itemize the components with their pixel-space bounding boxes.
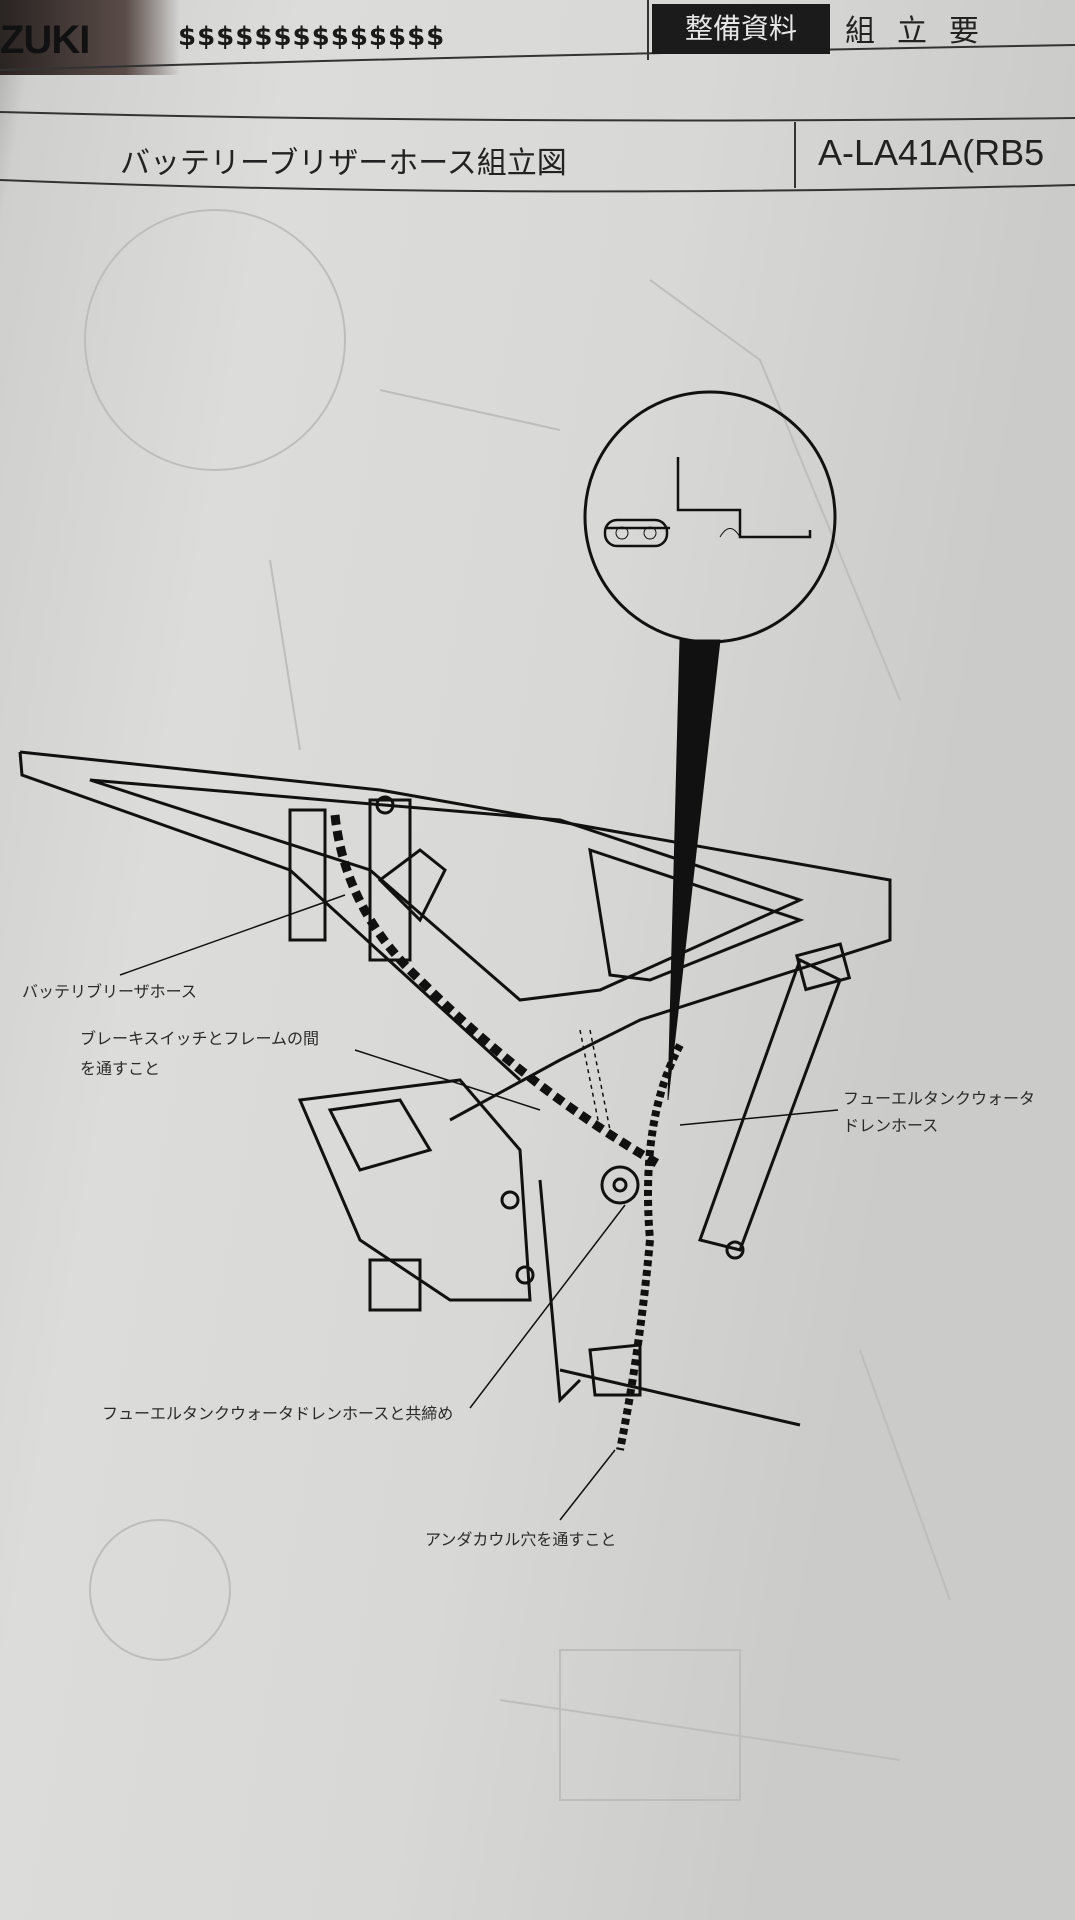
brand-pattern: $$$$$$$$$$$$$$	[178, 22, 446, 52]
section-title: 組立要	[845, 14, 1001, 49]
model-code: A-LA41A(RB5	[818, 132, 1045, 173]
title-rule-bottom	[0, 179, 1075, 193]
label-under-cowl: アンダカウル穴を通すこと	[425, 1530, 617, 1549]
category-badge: 整備資料	[652, 4, 830, 54]
header-rule	[0, 44, 1075, 71]
ghost-drawing	[84, 209, 951, 1801]
label-brake-switch-1: ブレーキスイッチとフレームの間	[80, 1029, 320, 1048]
hoses	[330, 814, 684, 1451]
frame	[18, 750, 892, 1427]
label-brake-switch-2: を通すこと	[80, 1059, 161, 1078]
label-clamp-together: フューエルタンクウォータドレンホースと共締め	[102, 1404, 454, 1423]
label-fuel-drain-1: フューエルタンクウォータ	[843, 1089, 1036, 1108]
title-rule-top	[0, 111, 1075, 122]
page-title: バッテリーブリザーホース組立図	[120, 146, 567, 181]
detail-magnifier	[583, 390, 837, 1101]
brand-logo: ZUKI	[0, 18, 90, 62]
label-fuel-drain-2: ドレンホース	[843, 1116, 939, 1135]
leader-lines	[119, 894, 839, 1521]
label-battery-breather-hose: バッテリブリーザホース	[22, 982, 197, 1001]
page-shadow	[0, 0, 180, 75]
